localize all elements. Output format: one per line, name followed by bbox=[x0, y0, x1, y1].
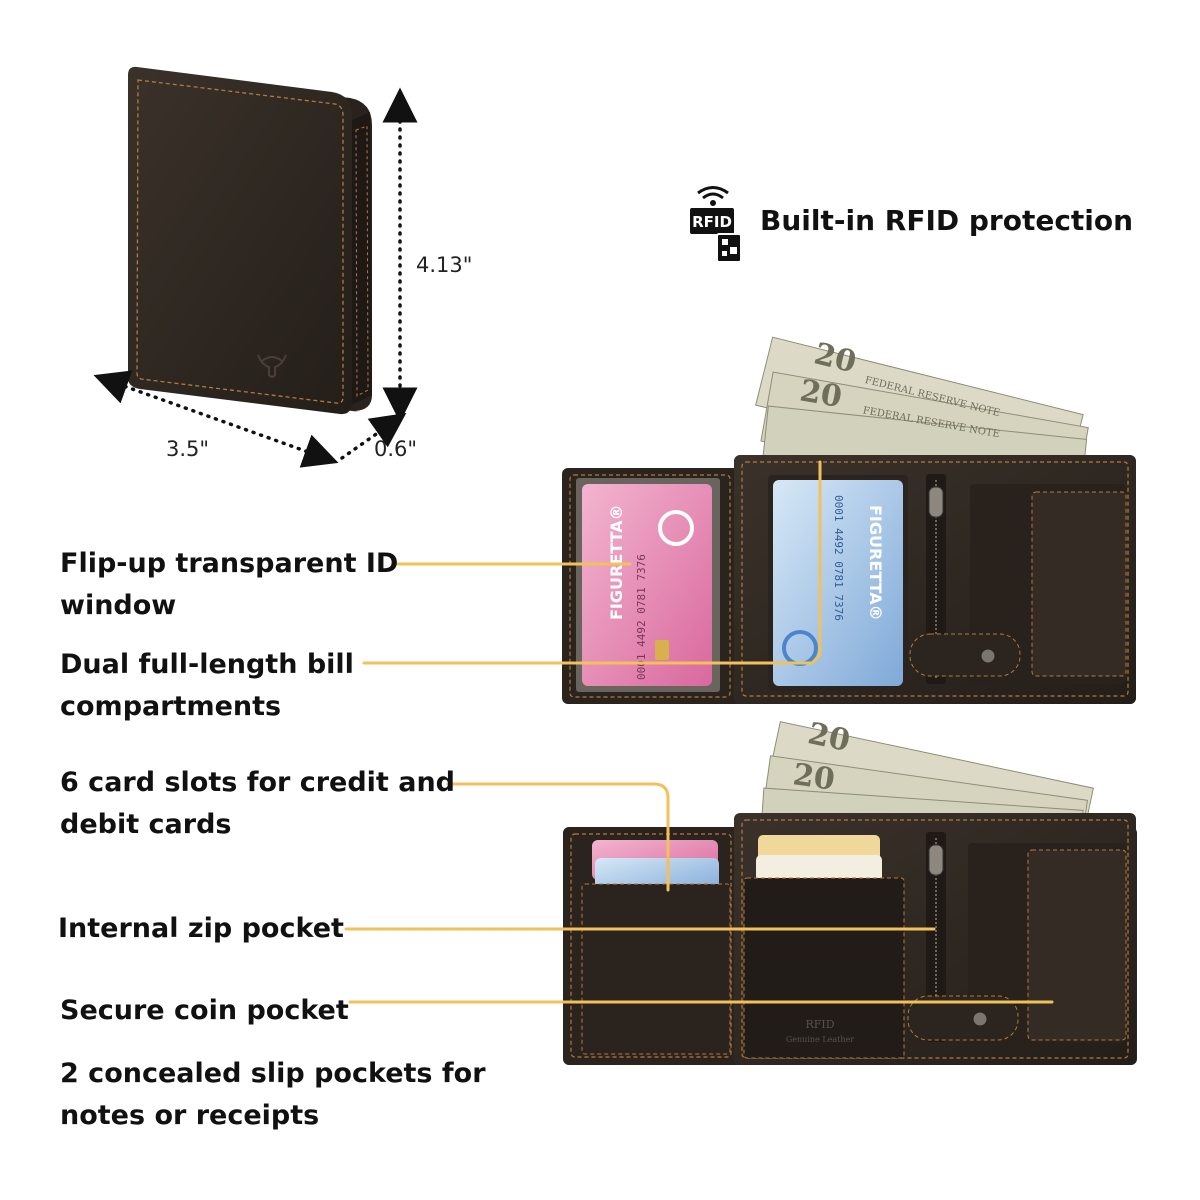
svg-text:FIGURETTA®: FIGURETTA® bbox=[607, 504, 626, 620]
depth-dimension-line bbox=[340, 412, 407, 460]
svg-text:20: 20 bbox=[805, 716, 853, 759]
callout-card-slots bbox=[446, 782, 670, 892]
svg-text:RFID: RFID bbox=[805, 1018, 834, 1031]
feature-line: 6 card slots for credit and bbox=[60, 767, 456, 798]
closed-wallet bbox=[128, 66, 372, 415]
width-label: 3.5" bbox=[166, 437, 210, 461]
svg-text:0001 4492 0781 7376: 0001 4492 0781 7376 bbox=[832, 495, 845, 621]
feature-coin-pocket: Secure coin pocket bbox=[60, 990, 349, 1032]
svg-text:20: 20 bbox=[791, 757, 837, 797]
feature-line: Secure coin pocket bbox=[60, 995, 349, 1026]
height-label: 4.13" bbox=[416, 253, 473, 277]
wallet-open-card-view: 20 20 RFID Genuine Leather bbox=[563, 716, 1137, 1065]
rfid-protection-text: Built-in RFID protection bbox=[760, 204, 1134, 237]
feature-line: notes or receipts bbox=[60, 1100, 320, 1131]
wallet-open-id-view: 20 20 FEDERAL RESERVE NOTE FEDERAL RESER… bbox=[562, 336, 1136, 704]
feature-slip-pockets: 2 concealed slip pockets for notes or re… bbox=[60, 1053, 486, 1137]
svg-text:20: 20 bbox=[797, 373, 844, 415]
feature-line: Flip-up transparent ID bbox=[60, 548, 399, 579]
feature-line: window bbox=[60, 590, 177, 621]
callout-bill-compartments bbox=[362, 460, 822, 665]
depth-label: 0.6" bbox=[374, 437, 418, 461]
feature-line: Dual full-length bill bbox=[60, 649, 354, 680]
feature-card-slots: 6 card slots for credit and debit cards bbox=[60, 762, 455, 846]
feature-id-window: Flip-up transparent ID window bbox=[60, 543, 398, 627]
callout-lines bbox=[344, 460, 1054, 1004]
rfid-icon: RFID bbox=[690, 186, 742, 263]
feature-zip-pocket: Internal zip pocket bbox=[58, 908, 344, 950]
feature-line: 2 concealed slip pockets for bbox=[60, 1058, 486, 1089]
feature-bill-compartments: Dual full-length bill compartments bbox=[60, 644, 354, 728]
svg-text:Genuine Leather: Genuine Leather bbox=[786, 1035, 854, 1044]
feature-line: debit cards bbox=[60, 809, 232, 840]
width-dimension-line bbox=[93, 370, 339, 468]
feature-line: Internal zip pocket bbox=[58, 913, 344, 944]
feature-line: compartments bbox=[60, 691, 282, 722]
svg-text:0001 4492 0781 7376: 0001 4492 0781 7376 bbox=[635, 554, 648, 680]
svg-text:FIGURETTA®: FIGURETTA® bbox=[866, 505, 885, 621]
svg-text:RFID: RFID bbox=[692, 213, 732, 231]
